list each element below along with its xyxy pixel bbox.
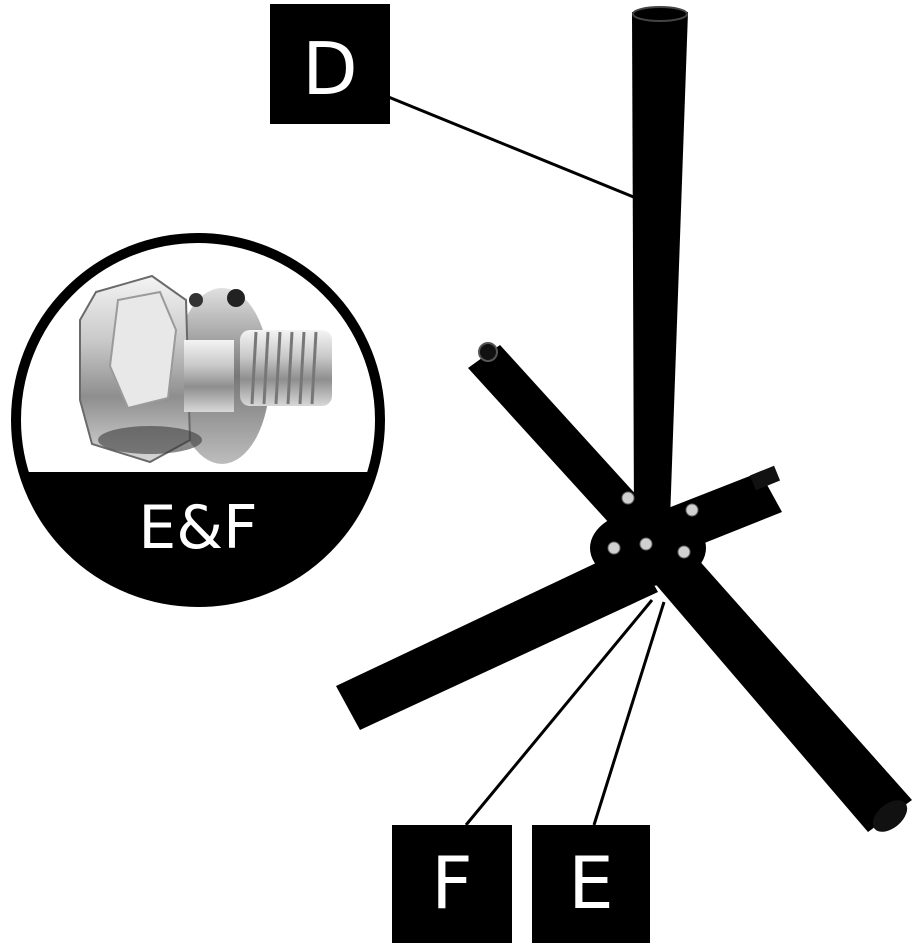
washer-hole [189, 293, 203, 307]
bolt-shadow [98, 426, 202, 454]
callout-d: D [270, 4, 390, 124]
leg-end-cap [478, 342, 498, 362]
leg-back-left [468, 345, 650, 535]
callout-e-label: E [568, 841, 614, 925]
inset-bolt-detail: E&F [11, 233, 385, 607]
bolt-head [677, 545, 691, 559]
leg-end-cap [872, 800, 908, 832]
washer-hole [227, 289, 245, 307]
callout-f-box [392, 825, 512, 943]
bolt-head [621, 491, 635, 505]
leg-end-cap [749, 465, 781, 491]
leg-front-left [336, 546, 658, 730]
bolt-head [639, 537, 653, 551]
hub-bolts [607, 491, 699, 559]
callout-d-box [270, 4, 390, 124]
bolt-head [685, 503, 699, 517]
leader-f [464, 599, 654, 826]
bolt-illustration [79, 274, 332, 464]
callout-e-box [532, 825, 650, 943]
leader-lines [385, 94, 666, 826]
pole-d [632, 12, 688, 520]
callout-d-label: D [302, 27, 357, 111]
bolt-shoulder [184, 340, 234, 412]
inset-caption-label: E&F [138, 493, 257, 563]
bolt-hex-face [108, 290, 178, 410]
stand-assembly [336, 6, 912, 832]
callout-f-label: F [431, 841, 472, 925]
bolt-thread [240, 330, 332, 406]
bolt-head [607, 541, 621, 555]
callout-e: E [532, 825, 650, 943]
pole-top-opening [632, 6, 688, 22]
callout-f: F [392, 825, 512, 943]
leader-e [592, 601, 666, 826]
leg-front-right [640, 548, 912, 832]
inset-border [11, 233, 385, 607]
leader-d [385, 94, 637, 200]
